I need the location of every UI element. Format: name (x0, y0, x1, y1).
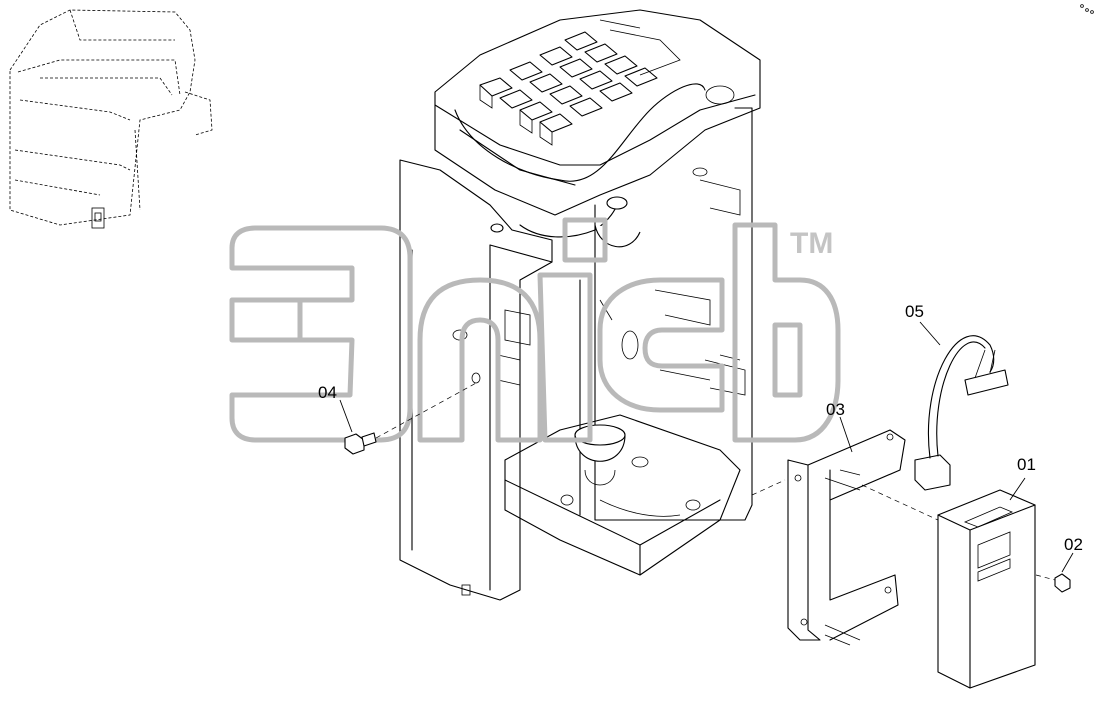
part-05-harness (914, 321, 1009, 491)
part-04-bolt (339, 381, 479, 455)
part-01-control-unit (861, 477, 1036, 689)
cab-location-inset (9, 9, 213, 229)
watermark-tm: TM (790, 227, 833, 260)
main-bracket-assembly (399, 9, 761, 601)
callout-03: 03 (826, 400, 845, 419)
watermark: TM (229, 217, 841, 443)
part-03-bracket (751, 416, 906, 646)
callout-02: 02 (1064, 535, 1083, 554)
callout-01: 01 (1017, 455, 1036, 474)
relay-block (479, 31, 658, 146)
corner-mark (1080, 4, 1094, 14)
callout-05: 05 (905, 302, 924, 321)
callout-04: 04 (318, 383, 337, 402)
part-02-screw (1035, 552, 1074, 593)
